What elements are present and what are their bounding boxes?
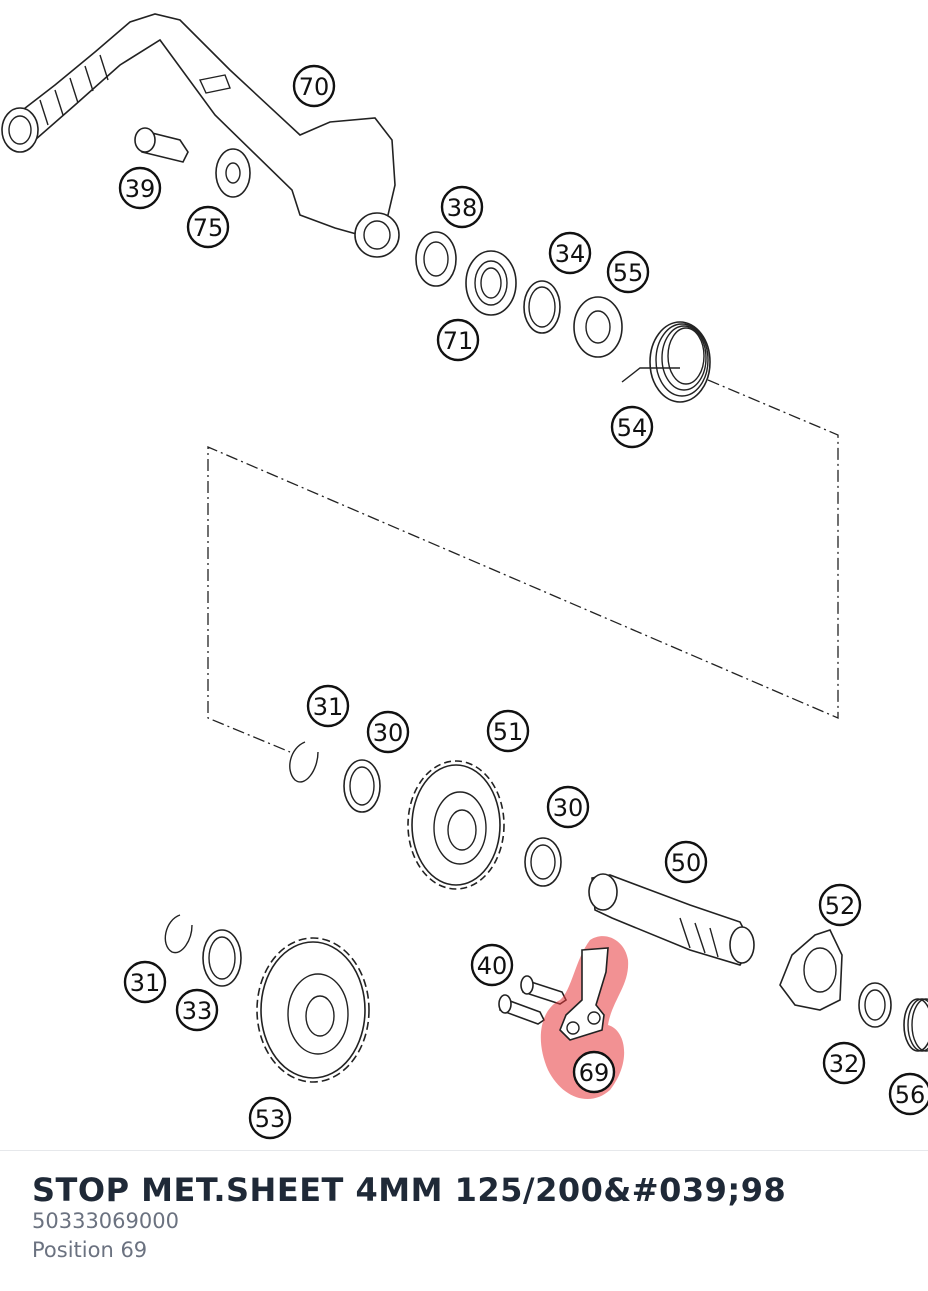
callout-circle (248, 1096, 292, 1140)
spring-56[interactable] (903, 998, 928, 1052)
callout-number: 38 (447, 194, 478, 222)
callout-circle (366, 710, 410, 754)
pin-39[interactable] (134, 127, 189, 163)
callout-number: 34 (555, 240, 586, 268)
callout-circle (306, 684, 350, 728)
washer-75[interactable] (215, 148, 251, 198)
washer-30-right[interactable] (524, 837, 562, 887)
callout-34[interactable]: 34 (548, 231, 592, 275)
callout-53[interactable]: 53 (248, 1096, 292, 1140)
callout-circle (486, 709, 530, 753)
callout-51[interactable]: 51 (486, 709, 530, 753)
callout-number: 50 (671, 849, 702, 877)
callout-number: 51 (493, 718, 524, 746)
callout-circle (440, 185, 484, 229)
callout-circle (118, 166, 162, 210)
circlip-31-upper[interactable] (289, 741, 319, 783)
callout-31[interactable]: 31 (306, 684, 350, 728)
callout-number: 54 (617, 414, 648, 442)
screws-40[interactable] (498, 975, 568, 1025)
callout-40[interactable]: 40 (470, 943, 514, 987)
ratchet-52[interactable] (779, 929, 843, 1011)
callout-number: 75 (193, 214, 224, 242)
callout-30[interactable]: 30 (366, 710, 410, 754)
callout-number: 55 (613, 259, 644, 287)
callout-54[interactable]: 54 (610, 405, 654, 449)
callout-number: 40 (477, 952, 508, 980)
callout-50[interactable]: 50 (664, 840, 708, 884)
callout-39[interactable]: 39 (118, 166, 162, 210)
circlip-31-lower[interactable] (164, 914, 193, 954)
callout-55[interactable]: 55 (606, 250, 650, 294)
callout-33[interactable]: 33 (175, 988, 219, 1032)
callout-circle (822, 1041, 866, 1085)
callout-number: 33 (182, 997, 213, 1025)
part-info-panel: STOP MET.SHEET 4MM 125/200&#039;98 50333… (0, 1150, 928, 1291)
spring-guide-55[interactable] (573, 296, 623, 358)
kickstart-gear-51[interactable] (407, 760, 505, 890)
washer-32[interactable] (858, 982, 892, 1028)
callout-circle (436, 318, 480, 362)
callout-75[interactable]: 75 (186, 205, 230, 249)
callout-circle (546, 785, 590, 829)
callout-70[interactable]: 70 (292, 64, 336, 108)
callout-38[interactable]: 38 (440, 185, 484, 229)
washer-38[interactable] (415, 231, 457, 287)
callout-circle (292, 64, 336, 108)
callout-52[interactable]: 52 (818, 883, 862, 927)
callout-circle (470, 943, 514, 987)
callout-circle (548, 231, 592, 275)
callout-number: 70 (299, 73, 330, 101)
callout-71[interactable]: 71 (436, 318, 480, 362)
callout-number: 30 (373, 719, 404, 747)
callout-circle (123, 960, 167, 1004)
callout-number: 52 (825, 892, 856, 920)
kickstart-shaft-50[interactable] (588, 873, 755, 966)
callout-number: 31 (130, 969, 161, 997)
part-position: Position 69 (32, 1238, 148, 1262)
callout-circle (175, 988, 219, 1032)
idler-gear-53[interactable] (256, 937, 370, 1083)
callout-circle (818, 883, 862, 927)
callout-circle (888, 1072, 928, 1116)
callout-56[interactable]: 56 (888, 1072, 928, 1116)
bushing-71[interactable] (465, 250, 517, 316)
callout-number: 32 (829, 1050, 860, 1078)
callout-69[interactable]: 69 (572, 1050, 616, 1094)
callout-number: 53 (255, 1105, 286, 1133)
kick-spring-54[interactable] (621, 321, 711, 403)
callout-number: 31 (313, 693, 344, 721)
callout-31[interactable]: 31 (123, 960, 167, 1004)
callout-32[interactable]: 32 (822, 1041, 866, 1085)
washer-30-left[interactable] (343, 759, 381, 813)
callout-circle (606, 250, 650, 294)
callout-number: 30 (553, 794, 584, 822)
callout-circle (572, 1050, 616, 1094)
assembly-guide-lines (207, 379, 839, 753)
callout-number: 56 (895, 1081, 926, 1109)
washer-34[interactable] (523, 280, 561, 334)
callout-number: 71 (443, 327, 474, 355)
part-title: STOP MET.SHEET 4MM 125/200&#039;98 (32, 1171, 787, 1209)
callout-number: 39 (125, 175, 156, 203)
callout-circle (186, 205, 230, 249)
part-number: 50333069000 (32, 1209, 179, 1233)
washer-33[interactable] (202, 929, 242, 987)
callout-30[interactable]: 30 (546, 785, 590, 829)
callout-number: 69 (579, 1059, 610, 1087)
exploded-parts-diagram: 70 39 75 38 34 55 71 54 31 30 51 30 50 52 40 31 33 53 69 32… (1, 13, 928, 1140)
callout-labels: 70 39 75 38 34 55 71 54 31 30 51 30 50 52 40 31 33 53 69 32… (118, 64, 928, 1140)
kick-starter-lever[interactable] (1, 13, 400, 258)
callout-circle (610, 405, 654, 449)
callout-circle (664, 840, 708, 884)
